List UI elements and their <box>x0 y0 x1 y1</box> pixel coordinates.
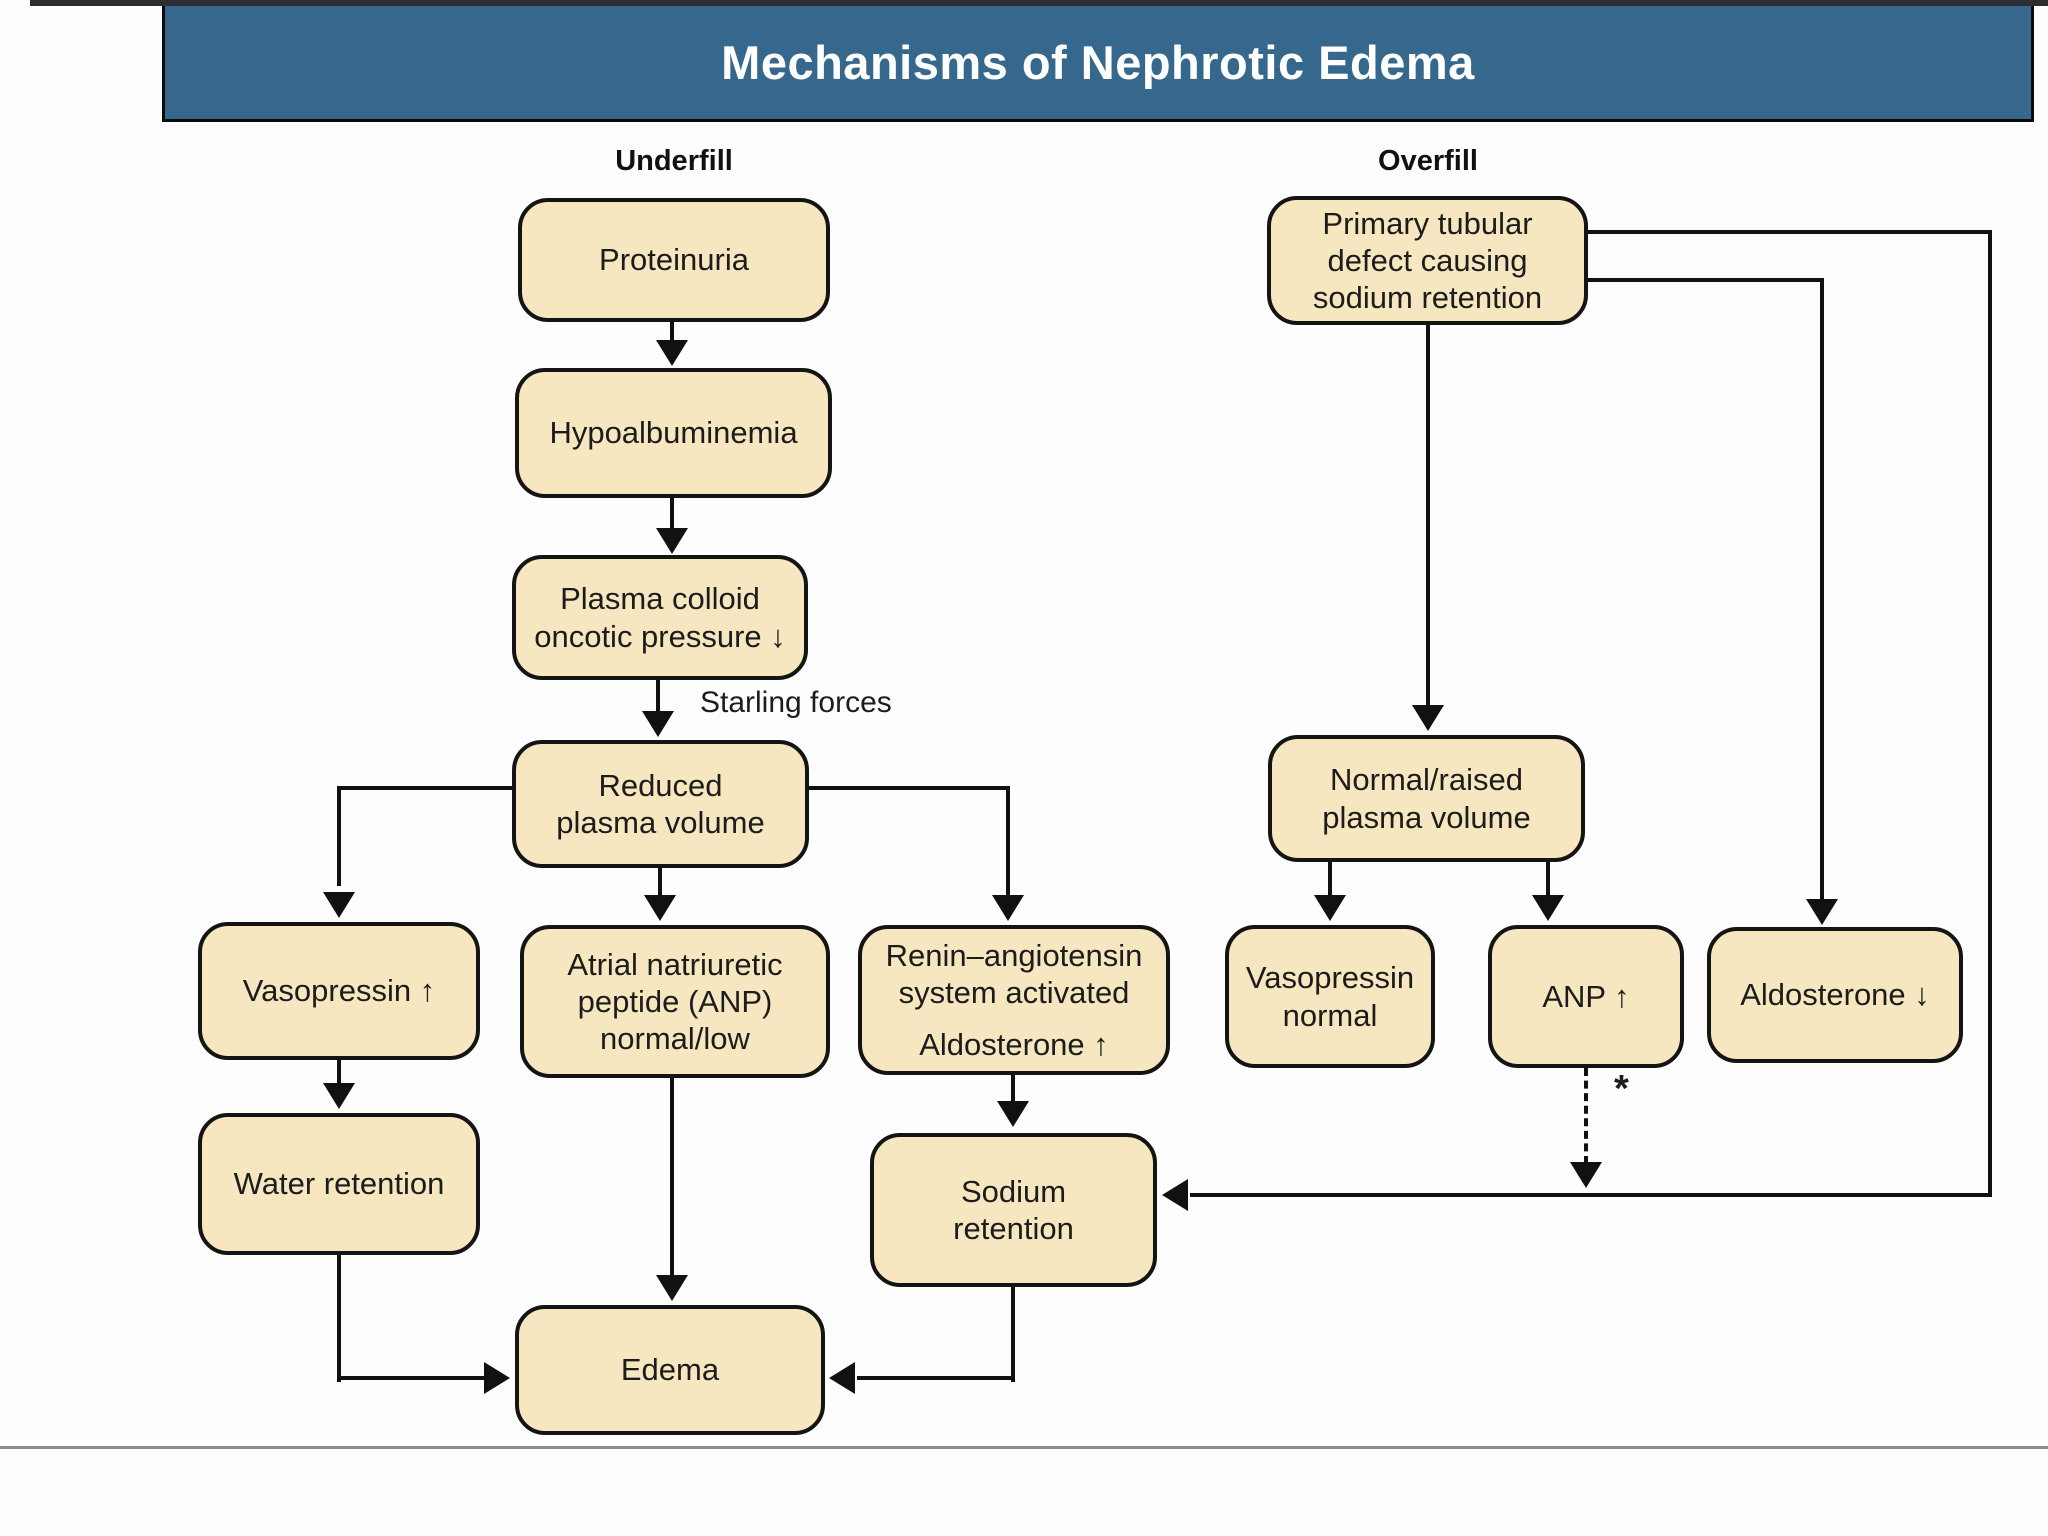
connector-line <box>807 786 1010 790</box>
connector-line <box>1588 230 1992 234</box>
node-anp-up: ANP ↑ <box>1488 925 1684 1068</box>
connector-line <box>670 322 674 342</box>
connector-line <box>339 786 514 790</box>
column-header-overfill: Overfill <box>1378 145 1478 177</box>
connector-line <box>1328 862 1332 895</box>
arrowhead-down-icon <box>642 711 674 737</box>
connector-line <box>337 1255 341 1382</box>
raas-label: Renin–angiotensin system activated <box>885 938 1143 1011</box>
node-hypoalbuminemia: Hypoalbuminemia <box>515 368 832 498</box>
connector-line <box>670 1078 674 1275</box>
node-aldosterone-down: Aldosterone ↓ <box>1707 927 1963 1063</box>
node-normal-raised-plasma-volume: Normal/raised plasma volume <box>1268 735 1585 862</box>
arrowhead-down-icon <box>323 892 355 918</box>
node-primary-tubular-defect: Primary tubular defect causing sodium re… <box>1267 196 1588 325</box>
connector-line <box>670 498 674 530</box>
node-edema: Edema <box>515 1305 825 1435</box>
node-raas-activated: Renin–angiotensin system activated Aldos… <box>858 925 1170 1075</box>
arrowhead-down-icon <box>1570 1162 1602 1188</box>
title-bar: Mechanisms of Nephrotic Edema <box>162 6 2034 122</box>
connector-line <box>337 1060 341 1083</box>
connector-line <box>1426 325 1430 705</box>
arrowhead-down-icon <box>1412 705 1444 731</box>
node-water-retention: Water retention <box>198 1113 480 1255</box>
bottom-divider <box>0 1446 2048 1449</box>
connector-line <box>658 868 662 895</box>
column-header-underfill: Underfill <box>615 145 733 177</box>
connector-line <box>337 1376 484 1380</box>
arrowhead-down-icon <box>1806 899 1838 925</box>
node-vasopressin-up: Vasopressin ↑ <box>198 922 480 1060</box>
arrowhead-down-icon <box>644 895 676 921</box>
node-sodium-retention: Sodium retention <box>870 1133 1157 1287</box>
connector-line <box>1546 862 1550 895</box>
page-title: Mechanisms of Nephrotic Edema <box>721 36 1475 89</box>
connector-line <box>857 1376 1015 1380</box>
arrowhead-down-icon <box>656 340 688 366</box>
arrowhead-right-icon <box>484 1362 510 1394</box>
connector-line <box>1588 278 1824 282</box>
arrowhead-down-icon <box>992 895 1024 921</box>
connector-line <box>1006 786 1010 895</box>
dashed-connector-line <box>1584 1068 1588 1164</box>
connector-line <box>337 786 341 886</box>
node-plasma-colloid-oncotic-pressure: Plasma colloid oncotic pressure ↓ <box>512 555 808 680</box>
raas-aldosterone-label: Aldosterone ↑ <box>919 1026 1109 1062</box>
node-vasopressin-normal: Vasopressin normal <box>1225 925 1435 1068</box>
node-proteinuria: Proteinuria <box>518 198 830 322</box>
arrowhead-down-icon <box>656 528 688 554</box>
top-border-strip <box>30 0 2048 6</box>
arrowhead-left-icon <box>829 1362 855 1394</box>
asterisk-label: * <box>1614 1068 1629 1110</box>
connector-line <box>1820 278 1824 899</box>
connector-line <box>1190 1193 1990 1197</box>
arrowhead-down-icon <box>1314 895 1346 921</box>
arrowhead-down-icon <box>323 1083 355 1109</box>
connector-line <box>1988 230 1992 1197</box>
arrowhead-down-icon <box>997 1101 1029 1127</box>
arrowhead-down-icon <box>656 1275 688 1301</box>
connector-line <box>1011 1287 1015 1382</box>
connector-line <box>656 680 660 713</box>
arrowhead-left-icon <box>1162 1179 1188 1211</box>
connector-line <box>1011 1075 1015 1101</box>
arrowhead-down-icon <box>1532 895 1564 921</box>
node-anp-normal-low: Atrial natriuretic peptide (ANP) normal/… <box>520 925 830 1078</box>
starling-forces-label: Starling forces <box>700 686 892 719</box>
node-reduced-plasma-volume: Reduced plasma volume <box>512 740 809 868</box>
